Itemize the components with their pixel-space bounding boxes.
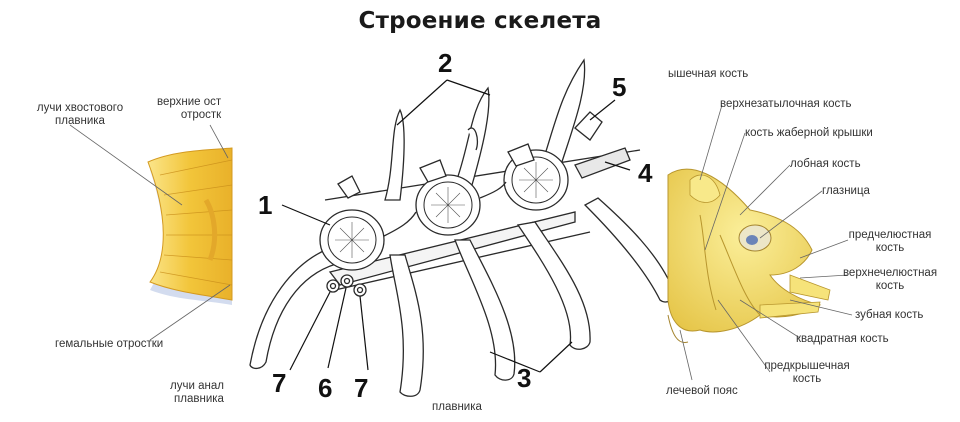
label-quadrate: квадратная кость	[796, 333, 889, 345]
label-hemal-processes: гемальные отростки	[55, 338, 164, 350]
tail-leader-lines	[69, 124, 231, 341]
label-pectoral-girdle: лечевой пояс	[666, 385, 738, 397]
skull-leader-lines	[679, 104, 853, 381]
tail-fin	[147, 147, 233, 305]
label-preopercle: предкрышечная кость	[764, 360, 850, 385]
label-maxilla: верхнечелюстная кость	[842, 267, 938, 292]
number-2: 2	[438, 48, 453, 78]
label-frontal: лобная кость	[790, 158, 861, 170]
number-1: 1	[258, 190, 273, 220]
label-anal-fin-rays: лучи анал плавника	[170, 380, 224, 405]
label-supraoccipital: верхнезатылочная кость	[720, 98, 852, 110]
number-7-left: 7	[272, 368, 287, 398]
label-fin-cut: плавника	[432, 401, 482, 413]
number-3: 3	[517, 363, 532, 393]
label-upper-processes: верхние ост отростк	[157, 96, 222, 121]
page-title: Строение скелета	[358, 8, 602, 34]
number-4: 4	[638, 158, 653, 188]
skull	[667, 168, 831, 344]
label-premaxilla: предчелюстная кость	[848, 229, 932, 254]
label-orbit: глазница	[822, 185, 870, 197]
vertebrae-column	[249, 58, 675, 397]
label-opercle: кость жаберной крышки	[745, 127, 873, 139]
label-top-cut: ышечная кость	[668, 68, 749, 80]
number-7-right: 7	[354, 373, 369, 403]
label-tail-fin-rays: лучи хвостового плавника	[36, 102, 124, 127]
number-6: 6	[318, 373, 333, 403]
number-5: 5	[612, 72, 627, 102]
label-dentary: зубная кость	[855, 309, 924, 321]
vertebrae-leader-lines	[281, 79, 631, 373]
